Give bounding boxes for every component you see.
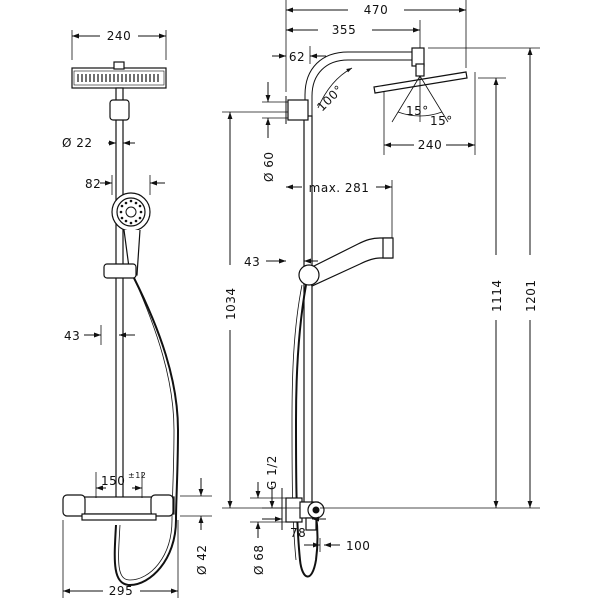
label-side-arm-reach: 355 [332, 23, 356, 37]
label-tilt-right: 15° [430, 114, 453, 128]
label-rail-offset-side: 43 [244, 255, 260, 269]
dim-handshower-width: 82 [85, 175, 165, 195]
front-thermostat-knob-left [62, 494, 86, 517]
dim-height-1034: 1034 [222, 111, 300, 509]
dim-height-1201: 1201 [428, 47, 540, 509]
label-tilt-left: 15° [406, 104, 429, 118]
dim-rail-offset-side: 43 [244, 255, 318, 269]
dim-thermostat-spacing: 150 ±12 [95, 471, 146, 498]
dim-tilt: 15° 15° [406, 104, 453, 128]
label-side-head-width: 240 [418, 138, 442, 152]
label-handshower-reach: max. 281 [309, 181, 370, 195]
label-wall-offset: 62 [289, 50, 305, 64]
dim-rail-offset-front: 43 [64, 325, 135, 345]
side-wall-bracket [287, 99, 309, 121]
dim-pipe-diameter: Ø 22 [62, 136, 135, 150]
label-height-1201: 1201 [524, 279, 538, 312]
dim-side-head-width: 240 [384, 138, 475, 152]
dim-height-1114: 1114 [320, 77, 506, 509]
dim-spout-offset: 78 [262, 516, 326, 540]
label-thermostat-tolerance: ±12 [128, 471, 146, 480]
front-slider [103, 263, 137, 279]
side-shower-arm [304, 51, 416, 118]
side-riser-pipe [303, 115, 313, 509]
label-height-1034: 1034 [224, 287, 238, 320]
label-spout-offset: 78 [290, 526, 306, 540]
dim-bracket-diameter: Ø 60 [262, 82, 288, 182]
label-outlet-offset: 100 [346, 539, 370, 553]
dim-handshower-reach: max. 281 [286, 180, 393, 238]
label-total-width: 295 [109, 584, 133, 598]
front-view: 240 Ø 22 82 43 150 ±12 [62, 29, 212, 598]
label-front-head-width: 240 [107, 29, 131, 43]
label-rail-offset-front: 43 [64, 329, 80, 343]
front-showerhead-nozzles [77, 74, 159, 82]
dim-thread: G 1/2 [262, 455, 282, 509]
dim-side-arm-reach: 355 [286, 20, 421, 48]
side-handshower [305, 237, 393, 287]
label-arm-angle: 100° [314, 82, 346, 114]
side-slider [298, 264, 320, 286]
front-hose [113, 277, 180, 587]
dim-side-total-reach: 470 [285, 0, 467, 92]
dim-outlet-offset: 100 [304, 538, 370, 553]
side-showerhead [373, 71, 468, 94]
side-view: 470 355 62 100° 15° 15° 240 [222, 0, 540, 578]
front-wall-bracket [109, 99, 130, 121]
dim-wall-offset: 62 [272, 46, 326, 64]
dim-total-width: 295 [62, 520, 179, 598]
label-mixer-depth: Ø 42 [195, 544, 209, 575]
front-thermostat-knob-right [150, 494, 174, 517]
label-connector-diameter: Ø 68 [252, 544, 266, 575]
label-thermostat-spacing: 150 [101, 474, 125, 488]
label-thread: G 1/2 [265, 455, 279, 490]
label-handshower-width: 82 [85, 177, 101, 191]
label-pipe-diameter: Ø 22 [62, 136, 93, 150]
dim-mixer-depth: Ø 42 [180, 478, 212, 575]
front-riser-pipe [115, 87, 124, 499]
label-side-total-reach: 470 [364, 3, 388, 17]
label-height-1114: 1114 [490, 279, 504, 312]
label-bracket-diameter: Ø 60 [262, 151, 276, 182]
dim-front-head-width: 240 [71, 29, 167, 60]
side-hose [294, 284, 319, 578]
dim-arm-angle: 100° [314, 67, 353, 114]
dim-connector-diameter: Ø 68 [250, 482, 286, 575]
